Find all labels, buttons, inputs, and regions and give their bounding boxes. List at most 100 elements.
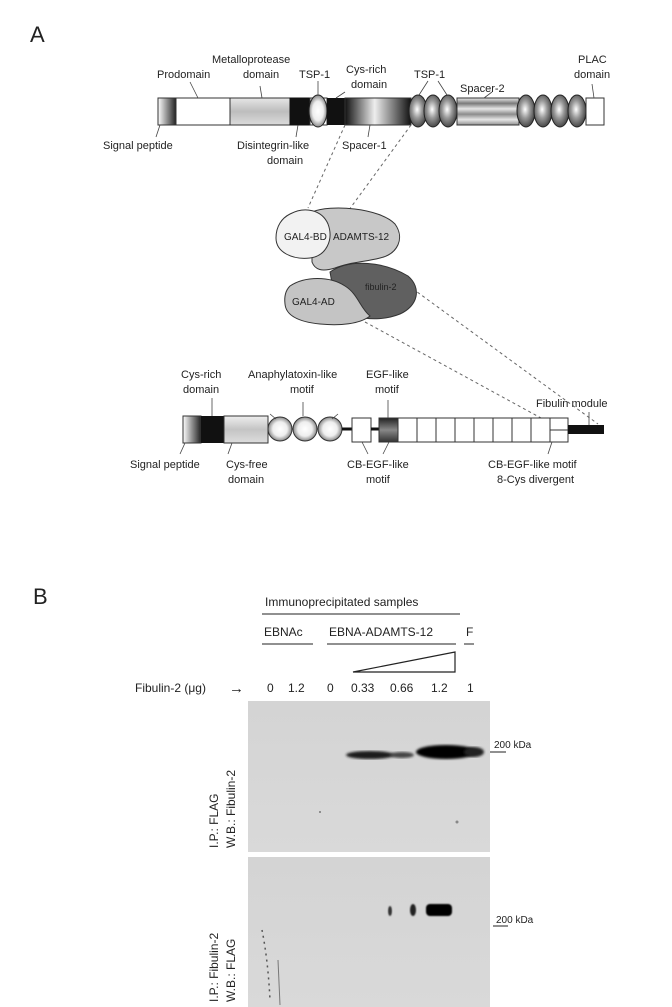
- label-cbegf-8cys: CB-EGF-like motif: [488, 459, 578, 471]
- fibulin2-cbegf-motif: [530, 417, 551, 443]
- blot-1-marker: 200 kDa: [494, 740, 532, 751]
- blot-2-band: [426, 904, 452, 916]
- fibulin2-cbegf-motif: [351, 417, 372, 443]
- adamts12-cysrich: [327, 98, 345, 125]
- lane-label: 1.2: [288, 681, 305, 695]
- fibulin2-cbegf-motif: [454, 417, 475, 443]
- interaction-connectors: [307, 124, 599, 425]
- adamts12-disintegrin: [289, 97, 311, 126]
- label-cbegf-8cys-divergent: 8-Cys divergent: [497, 474, 574, 486]
- label-egf: EGF-like: [366, 369, 409, 381]
- blot-1-wb-label: W.B.: Fibulin-2: [224, 770, 238, 848]
- label-cbegf: CB-EGF-like: [347, 459, 409, 471]
- label-fibulin2-ug: Fibulin-2 (μg): [135, 681, 206, 695]
- panel-a-letter: A: [30, 22, 45, 47]
- fibulin2-anaphylatoxin-motif: [292, 416, 318, 442]
- label-cysrich-domain: domain: [351, 79, 387, 91]
- label-fib-cysrich-domain: domain: [183, 384, 219, 396]
- lane-label: 0: [267, 681, 274, 695]
- arrow-icon: →: [229, 680, 244, 697]
- fibulin2-cbegf-motif: [435, 417, 456, 443]
- label-metalloprotease: Metalloprotease: [212, 54, 290, 66]
- panel-b-letter: B: [33, 584, 48, 609]
- label-disintegrin: Disintegrin-like: [237, 140, 309, 152]
- adamts12-domain-structure: [157, 94, 605, 128]
- adamts12-tsp1-repeat: [550, 94, 570, 128]
- label-group-ebna-adamts12: EBNA-ADAMTS-12: [329, 625, 433, 639]
- adamts12-tsp1-first: [308, 94, 328, 128]
- label-disintegrin-domain: domain: [267, 155, 303, 167]
- adamts12-tsp1-repeat: [533, 94, 553, 128]
- lane-label: 0.66: [390, 681, 414, 695]
- lane-label: 0: [327, 681, 334, 695]
- yeast-two-hybrid-cartoon: [275, 207, 417, 326]
- fibulin2-cbegf-motif: [511, 417, 532, 443]
- label-cysfree: Cys-free: [226, 459, 268, 471]
- adamts12-spacer1: [344, 97, 412, 126]
- fibulin2-signal-peptide: [182, 415, 202, 444]
- blot-1-band: [416, 745, 476, 759]
- label-metalloprotease-domain: domain: [243, 69, 279, 81]
- adamts12-tsp1-repeat: [567, 94, 587, 128]
- blot-1-band: [346, 751, 394, 759]
- blot-2-band: [388, 906, 392, 916]
- fibulin2-leader-lines: [179, 398, 590, 455]
- adamts12-signal-peptide: [157, 97, 177, 126]
- label-anaphylatoxin-motif: motif: [290, 384, 315, 396]
- label-cysrich: Cys-rich: [346, 64, 386, 76]
- blot-2-wb-label: W.B.: FLAG: [224, 939, 238, 1002]
- fibulin2-cysfree: [223, 415, 269, 444]
- adamts12-metalloprotease: [229, 97, 291, 126]
- fibulin2-domain-structure: [182, 415, 604, 444]
- concentration-wedge: [352, 651, 456, 673]
- label-signal-peptide: Signal peptide: [103, 140, 173, 152]
- label-egf-motif: motif: [375, 384, 400, 396]
- label-group-f: F: [466, 625, 473, 639]
- lane-label: 1.2: [431, 681, 448, 695]
- blot-1-band: [390, 752, 414, 758]
- label-anaphylatoxin: Anaphylatoxin-like: [248, 369, 337, 381]
- fibulin2-cbegf-motif: [473, 417, 494, 443]
- adamts12-leader-lines: [155, 80, 595, 138]
- fibulin2-fibulin-module: [568, 425, 604, 434]
- label-spacer1: Spacer-1: [342, 140, 387, 152]
- label-tsp1-second: TSP-1: [414, 69, 445, 81]
- adamts12-prodomain: [175, 97, 231, 126]
- fibulin2-anaphylatoxin-motif: [267, 416, 293, 442]
- gal4-bd-shape: [275, 209, 331, 259]
- adamts12-spacer2: [456, 97, 520, 126]
- label-fibulin2-protein: fibulin-2: [365, 282, 397, 292]
- fibulin2-anaphylatoxin-motif: [317, 416, 343, 442]
- fibulin2-egf-motif: [378, 417, 399, 443]
- label-plac-domain: domain: [574, 69, 610, 81]
- label-plac: PLAC: [578, 54, 607, 66]
- lane-label: 0.33: [351, 681, 375, 695]
- fibulin2-cysrich: [201, 416, 224, 443]
- adamts12-tsp1-repeat: [516, 94, 536, 128]
- gal4-ad-shape: [284, 278, 371, 326]
- lane-labels: 0 1.2 0 0.33 0.66 1.2 1: [267, 681, 474, 695]
- blot-2-ip-label: I.P.: Fibulin-2: [207, 933, 221, 1002]
- label-fib-signal-peptide: Signal peptide: [130, 459, 200, 471]
- blot-2-marker: 200 kDa: [496, 915, 534, 926]
- blot-2-band: [410, 904, 416, 916]
- fibulin2-cbegf-motif: [397, 417, 418, 443]
- label-gal4-ad: GAL4-AD: [292, 297, 335, 308]
- label-gal4-bd: GAL4-BD: [284, 232, 327, 243]
- label-cbegf-motif: motif: [366, 474, 391, 486]
- fibulin2-cbegf-motif: [492, 417, 513, 443]
- blot-1-ip-label: I.P.: FLAG: [207, 794, 221, 848]
- label-spacer2: Spacer-2: [460, 83, 505, 95]
- adamts12-plac: [585, 97, 605, 126]
- adamts12-protein-shape: [311, 207, 400, 271]
- label-adamts12-protein: ADAMTS-12: [333, 232, 390, 243]
- blot-2-membrane: [248, 857, 490, 1007]
- label-prodomain: Prodomain: [157, 69, 210, 81]
- western-blot-2: [248, 857, 490, 1007]
- label-immunoprecipitated-samples: Immunoprecipitated samples: [265, 595, 418, 609]
- western-blot-1: [248, 701, 490, 852]
- adamts12-tsp1-repeat: [438, 94, 458, 128]
- label-tsp1: TSP-1: [299, 69, 330, 81]
- label-fibulin-module: Fibulin module: [536, 398, 608, 410]
